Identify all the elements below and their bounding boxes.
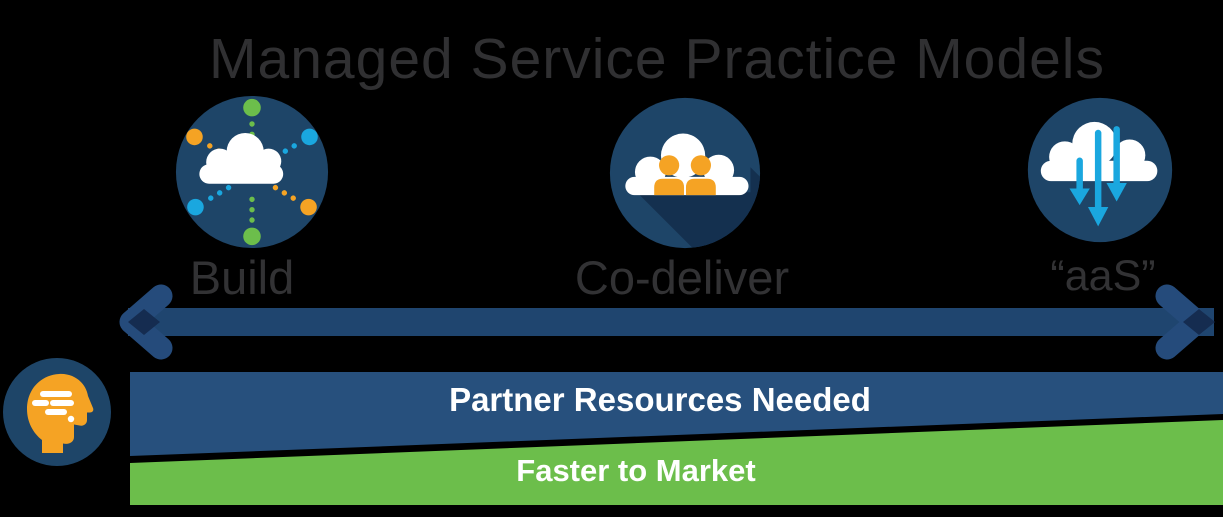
brain-cloud-lines (32, 391, 74, 415)
double-arrow (119, 284, 1215, 360)
model-label-build: Build (189, 251, 295, 304)
cloud-download-arrows-icon (1027, 97, 1173, 243)
model-label-co-deliver: Co-deliver (574, 251, 790, 304)
faster-to-market-label: Faster to Market (516, 453, 756, 488)
partner-resources-label: Partner Resources Needed (449, 381, 871, 418)
thinking-head-icon (3, 358, 111, 466)
model-label-aas: “aaS” (1050, 252, 1156, 300)
partner-resources-band (130, 372, 1223, 456)
cloud-network-icon (175, 95, 329, 249)
page-title: Managed Service Practice Models (209, 27, 1105, 91)
download-arrows (1069, 126, 1127, 227)
cloud-shape (1040, 121, 1158, 182)
cloud-people-icon (609, 97, 761, 249)
long-shadow (636, 167, 761, 249)
faster-to-market-band (130, 420, 1223, 505)
cloud-shape (199, 133, 284, 184)
two-people-glyph (654, 155, 716, 196)
